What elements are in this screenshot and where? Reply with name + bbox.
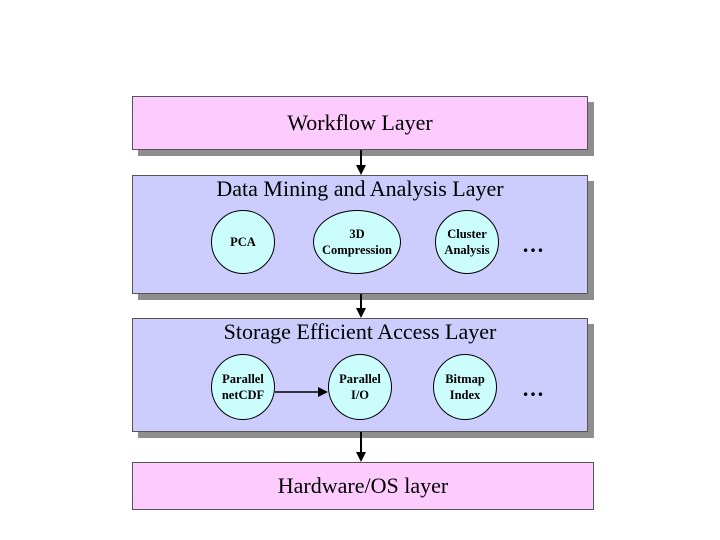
pca-node: PCA — [211, 210, 275, 274]
workflow-layer-title: Workflow Layer — [287, 110, 433, 135]
mining-more-ellipsis: … — [522, 232, 546, 257]
storage-more-ellipsis: … — [522, 376, 546, 401]
data-mining-layer-title: Data Mining and Analysis Layer — [216, 176, 504, 201]
hardware-os-layer: Hardware/OS layer — [132, 462, 594, 510]
parallel-netcdf-node: Parallel netCDF — [211, 354, 275, 420]
workflow-layer: Workflow Layer — [132, 96, 588, 150]
parallel-io-node: Parallel I/O — [328, 354, 392, 420]
3d-compression-node: 3D Compression — [313, 210, 401, 274]
hardware-os-layer-title: Hardware/OS layer — [277, 473, 449, 498]
cluster-analysis-node: Cluster Analysis — [435, 210, 499, 274]
data-mining-layer: Data Mining and Analysis Layer — [132, 175, 588, 294]
storage-access-layer-title: Storage Efficient Access Layer — [223, 319, 497, 344]
bitmap-index-node: Bitmap Index — [433, 354, 497, 420]
